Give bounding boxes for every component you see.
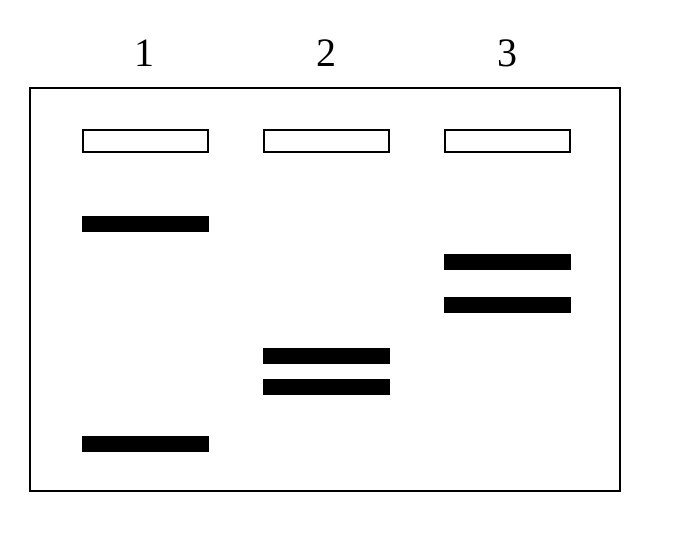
lane-label-3: 3: [497, 30, 517, 75]
well-lane-3: [444, 129, 571, 153]
well-lane-2: [263, 129, 390, 153]
band-lane-2-2: [263, 379, 390, 395]
well-lane-1: [82, 129, 209, 153]
lane-label-1: 1: [134, 30, 154, 75]
band-lane-3-2: [444, 297, 571, 313]
band-lane-1-1: [82, 216, 209, 232]
band-lane-2-1: [263, 348, 390, 364]
band-lane-1-2: [82, 436, 209, 452]
lane-label-2: 2: [316, 30, 336, 75]
gel-frame: [29, 87, 621, 492]
band-lane-3-1: [444, 254, 571, 270]
